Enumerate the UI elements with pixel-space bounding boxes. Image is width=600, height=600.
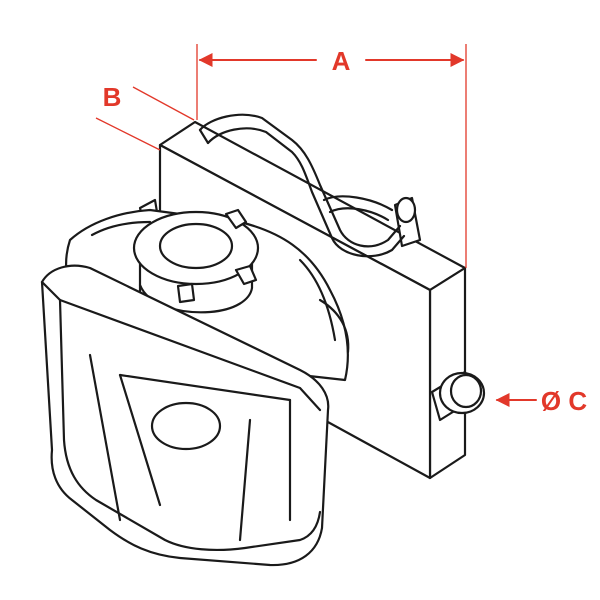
dimension-b: B [95, 82, 195, 151]
dimension-b-label: B [103, 82, 122, 112]
coupling-mouth [40, 264, 330, 567]
dimension-c-label: Ø C [541, 386, 587, 416]
plate-bolt [393, 196, 422, 248]
lock-cap [132, 208, 260, 314]
dimension-a: A [196, 44, 467, 268]
release-handle [198, 113, 406, 258]
coupling-drawing [40, 113, 486, 567]
dimension-a-label: A [332, 46, 351, 76]
dimension-c: Ø C [495, 386, 587, 416]
locking-pin [430, 370, 486, 422]
